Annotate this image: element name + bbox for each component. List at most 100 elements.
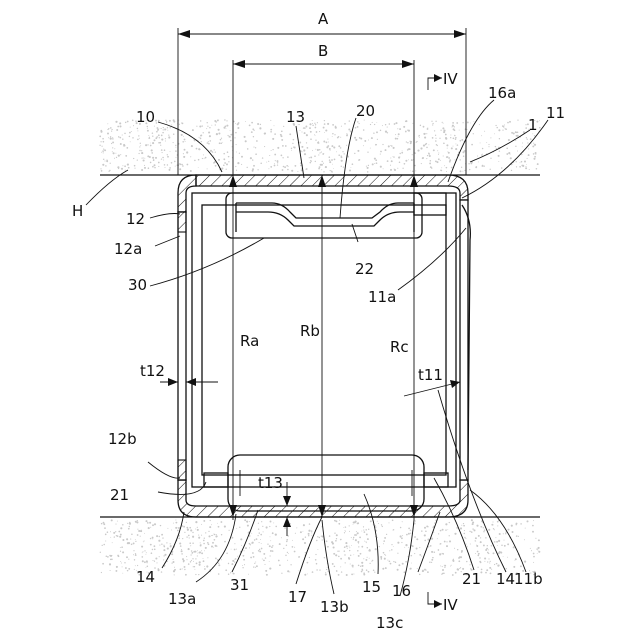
speckle-dot: [200, 542, 201, 543]
speckle-dot: [305, 536, 306, 537]
speckle-dot: [488, 146, 489, 147]
speckle-dot: [482, 165, 484, 167]
speckle-dot: [203, 132, 204, 133]
speckle-dot: [421, 530, 422, 531]
speckle-dot: [269, 155, 270, 156]
speckle-dot: [380, 556, 382, 558]
speckle-dot: [334, 159, 336, 161]
speckle-dot: [277, 147, 279, 149]
speckle-dot: [283, 548, 284, 549]
speckle-dot: [249, 547, 250, 548]
speckle-dot: [361, 531, 362, 532]
speckle-dot: [182, 525, 184, 527]
speckle-dot: [358, 159, 359, 160]
speckle-dot: [447, 148, 448, 149]
speckle-dot: [349, 170, 351, 172]
speckle-dot: [176, 157, 177, 158]
speckle-dot: [421, 163, 422, 164]
speckle-dot: [375, 548, 377, 550]
speckle-dot: [423, 133, 425, 135]
label-16: 16: [392, 582, 411, 600]
speckle-dot: [375, 144, 377, 146]
speckle-dot: [243, 559, 245, 561]
speckle-dot: [483, 531, 484, 532]
speckle-dot: [251, 122, 253, 124]
speckle-dot: [103, 152, 104, 153]
speckle-dot: [261, 543, 262, 544]
label-t12: t12: [140, 362, 165, 380]
speckle-dot: [528, 148, 529, 149]
upper-roller: [226, 193, 446, 238]
speckle-dot: [272, 149, 273, 150]
speckle-dot: [186, 522, 187, 523]
speckle-dot: [160, 145, 161, 146]
speckle-dot: [201, 535, 202, 536]
speckle-dot: [350, 555, 351, 556]
speckle-dot: [206, 565, 208, 567]
speckle-dot: [467, 546, 468, 547]
speckle-dot: [325, 129, 327, 131]
speckle-dot: [498, 552, 500, 554]
speckle-dot: [432, 124, 433, 125]
speckle-dot: [241, 545, 242, 546]
speckle-dot: [154, 164, 156, 166]
speckle-dot: [254, 539, 255, 540]
speckle-dot: [405, 544, 407, 546]
speckle-dot: [341, 166, 342, 167]
speckle-dot: [369, 549, 370, 550]
speckle-dot: [477, 155, 478, 156]
speckle-dot: [103, 141, 105, 143]
speckle-dot: [308, 530, 310, 532]
speckle-dot: [158, 166, 159, 167]
speckle-dot: [165, 138, 166, 139]
speckle-dot: [499, 138, 500, 139]
speckle-dot: [127, 570, 129, 572]
speckle-dot: [319, 569, 320, 570]
speckle-dot: [109, 563, 111, 565]
speckle-dot: [327, 567, 328, 568]
speckle-dot: [186, 559, 187, 560]
speckle-dot: [530, 548, 531, 549]
speckle-dot: [183, 156, 185, 158]
speckle-dot: [178, 537, 180, 539]
speckle-dot: [260, 124, 261, 125]
speckle-dot: [128, 167, 130, 169]
speckle-dot: [309, 557, 310, 558]
speckle-dot: [217, 119, 219, 121]
speckle-dot: [516, 132, 517, 133]
speckle-dot: [285, 145, 287, 147]
speckle-dot: [190, 545, 191, 546]
speckle-dot: [520, 523, 522, 525]
speckle-dot: [164, 149, 166, 151]
speckle-dot: [164, 554, 166, 556]
speckle-dot: [213, 547, 214, 548]
speckle-dot: [266, 162, 267, 163]
speckle-dot: [186, 556, 187, 557]
speckle-dot: [335, 540, 337, 542]
label-12b: 12b: [108, 430, 137, 448]
speckle-dot: [442, 127, 444, 129]
speckle-dot: [532, 525, 534, 527]
speckle-dot: [158, 162, 160, 164]
speckle-dot: [126, 538, 128, 540]
speckle-dot: [211, 535, 212, 536]
speckle-dot: [480, 541, 482, 543]
speckle-dot: [299, 142, 301, 144]
speckle-dot: [522, 146, 523, 147]
speckle-dot: [272, 138, 274, 140]
speckle-dot: [223, 165, 225, 167]
speckle-dot: [105, 165, 107, 167]
speckle-dot: [211, 125, 212, 126]
speckle-dot: [427, 538, 429, 540]
speckle-dot: [520, 565, 522, 567]
speckle-dot: [133, 542, 135, 544]
speckle-dot: [524, 539, 525, 540]
speckle-dot: [118, 136, 119, 137]
speckle-dot: [122, 566, 123, 567]
speckle-dot: [181, 550, 183, 552]
speckle-dot: [226, 163, 228, 165]
speckle-dot: [305, 126, 307, 128]
label-15: 15: [362, 578, 381, 596]
speckle-dot: [364, 531, 366, 533]
speckle-dot: [111, 519, 113, 521]
